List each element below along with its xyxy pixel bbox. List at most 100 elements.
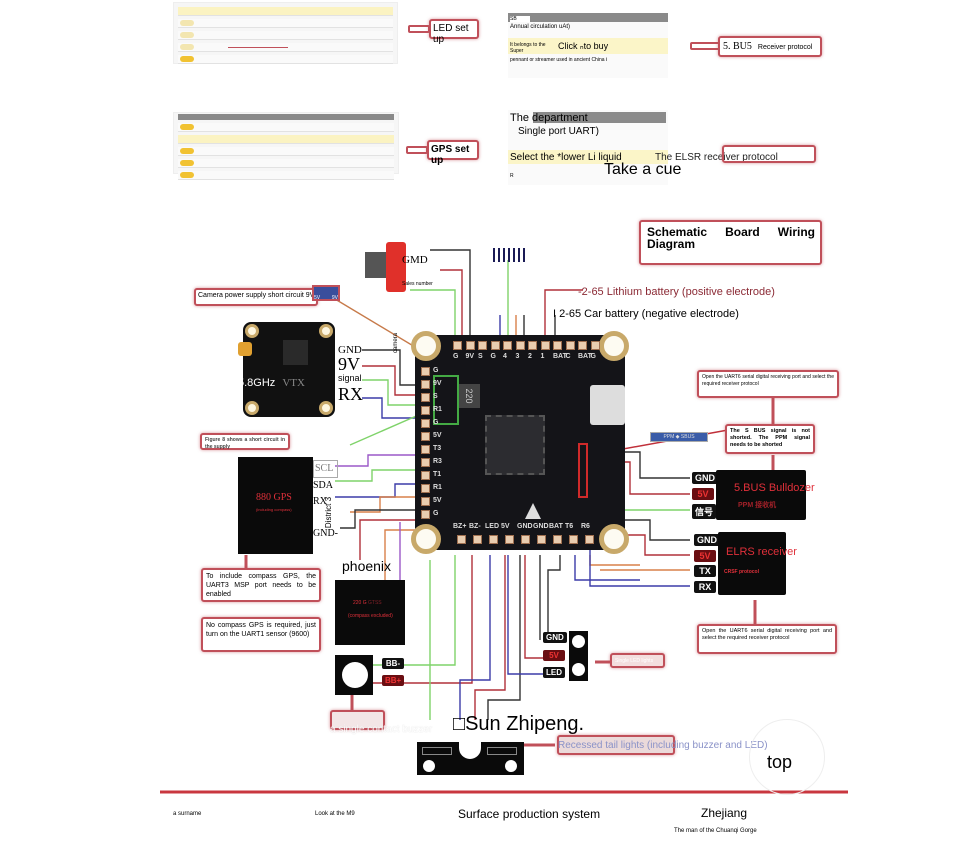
vtx-frequency-label: 5.8GHz VTX — [238, 377, 305, 389]
logo-icon — [525, 503, 541, 519]
board-pad-label: G — [590, 353, 596, 360]
bus-text: Receiver protocol — [757, 44, 813, 51]
footer-zhejiang: Zhejiang — [701, 806, 748, 820]
buzzer-disc — [342, 662, 368, 688]
board-pad-top — [553, 341, 562, 350]
vtx-hole — [245, 401, 259, 415]
tail-hole — [505, 760, 517, 772]
battery-negative-label: I 2-65 Car battery (negative electrode) — [553, 308, 739, 320]
board-pad-label: R1 — [433, 484, 442, 491]
tail-led — [487, 747, 517, 755]
led-pad — [572, 663, 585, 676]
board-pad-label: G — [433, 510, 439, 517]
board-pad-label: 9V — [465, 353, 475, 360]
camera-voltage-jumper: 5V 9V — [312, 285, 340, 301]
led-pin-5v: 5V — [543, 650, 565, 661]
board-pad-label: G — [453, 353, 459, 360]
receiver-header: SB — [510, 16, 530, 22]
gps-880-title: 880 GPS — [256, 492, 292, 503]
bus-prefix: 5. BU5 — [723, 41, 752, 52]
board-pad-label: 1 — [540, 353, 545, 360]
vtx-pin-labels: GND 9V signal RX — [338, 344, 363, 403]
elrs-pin: 5V — [694, 549, 716, 562]
jumper-5v: 5V — [314, 295, 321, 301]
board-pad-left — [421, 458, 430, 467]
board-pad-top — [590, 341, 600, 350]
gps-pin-gnd: GND- — [313, 528, 338, 539]
single-led-callout: Single LED lights — [610, 653, 665, 668]
board-pad-label: G — [490, 353, 496, 360]
gps-880-module: 880 GPS (including compass) — [238, 457, 313, 554]
single-led-text: Single LED lights — [615, 658, 654, 664]
board-pad-label: C — [565, 353, 571, 360]
board-pad-top — [503, 341, 512, 350]
board-pad-label: G — [433, 419, 439, 426]
phoenix-model-line: 220 G GTSS — [353, 600, 382, 606]
vtx-hole — [319, 401, 333, 415]
jumper-9v: 9V — [331, 295, 338, 301]
mcu-chip — [485, 415, 545, 475]
board-pad-label: BZ- — [469, 523, 481, 530]
gps-setup-callout: GPS set up — [427, 140, 479, 166]
sbus-receiver-title: 5.BUS Bulldozer — [734, 482, 815, 494]
department-title: The department — [510, 112, 588, 124]
board-pad-left — [421, 445, 430, 454]
tail-buzzer-cutout — [459, 739, 481, 759]
board-pad-top — [540, 341, 550, 350]
board-pad-label: 5V — [433, 432, 442, 439]
board-pad-top — [478, 341, 487, 350]
no-compass-text: No compass GPS is required, just turn on… — [206, 622, 316, 638]
no-compass-callout: No compass GPS is required, just turn on… — [201, 617, 321, 652]
tail-hole — [423, 760, 435, 772]
board-pad-label: GND — [517, 523, 533, 530]
compass-gps-callout: To include compass GPS, the UART3 MSP po… — [201, 568, 321, 602]
board-pad-label: 5V — [501, 523, 510, 530]
footer-chuanqi: The man of the Chuanqi Gorge — [674, 828, 757, 834]
board-pad-top — [453, 341, 462, 350]
vtx-type: VTX — [282, 377, 305, 389]
led-setup-callout: LED set up — [429, 19, 479, 45]
uart6-bottom-text: Open the UART6 serial digital receiving … — [702, 628, 832, 641]
phoenix-gps-module: 220 G GTSS (compass excluded) — [335, 580, 405, 645]
r-marker: R — [510, 173, 514, 179]
click-to-buy-text: Click ₙto buy — [558, 41, 609, 51]
tail-light-module — [417, 739, 524, 775]
led-pin-led: LED — [543, 667, 565, 678]
vtx-frequency: 5.8GHz — [238, 377, 276, 389]
vtx-hole — [319, 324, 333, 338]
board-pad-label: T3 — [433, 445, 442, 452]
take-a-cue-text: Take a cue — [604, 161, 682, 178]
gps-880-subtitle: (including compass) — [256, 507, 292, 512]
board-pad-label: 9V — [433, 380, 442, 387]
vtx-pin-signal: signal — [338, 373, 362, 383]
top-label: top — [767, 752, 793, 772]
board-pad-bottom — [473, 535, 482, 544]
vtx-pin-gnd: GND — [338, 344, 362, 356]
elrs-receiver-title: ELRS receiver — [726, 546, 797, 558]
single-port-text: Single port UART) — [518, 126, 599, 137]
board-pad-top — [465, 341, 475, 350]
board-pad-label: G — [433, 367, 439, 374]
board-pad-bottom — [505, 535, 514, 544]
board-pad-label: BAT — [578, 353, 592, 360]
phoenix-model-tag: GTSS — [368, 600, 382, 606]
elsr-protocol-text: The ELSR receiver protocol — [655, 152, 778, 163]
uart6-bottom-callout: Open the UART6 serial digital receiving … — [697, 624, 837, 654]
elrs-pin: GND — [694, 534, 720, 546]
pennant-text: pennant or streamer used in ancient Chin… — [510, 57, 608, 63]
board-pad-label: 2 — [528, 353, 532, 360]
green-jumper-area — [433, 375, 459, 425]
board-pad-left — [421, 406, 430, 415]
sbus-ppm-callout: The S BUS signal is not shorted. The PPM… — [725, 424, 815, 454]
board-pad-top — [515, 341, 525, 350]
phoenix-model: 220 G — [353, 600, 367, 606]
short-circuit-callout: Figure 8 shows a short circuit in the su… — [200, 433, 290, 450]
footer-look-m9: Look at the M9 — [315, 811, 355, 817]
phoenix-subtitle: (compass excluded) — [348, 613, 393, 619]
battery-positive-label: -2-65 Lithium battery (positive electrod… — [578, 286, 775, 298]
short-circuit-text: Figure 8 shows a short circuit in the su… — [205, 437, 285, 450]
led-pin-gnd: GND — [543, 632, 567, 643]
connector-labels — [493, 248, 527, 262]
board-pad-left — [421, 393, 430, 402]
